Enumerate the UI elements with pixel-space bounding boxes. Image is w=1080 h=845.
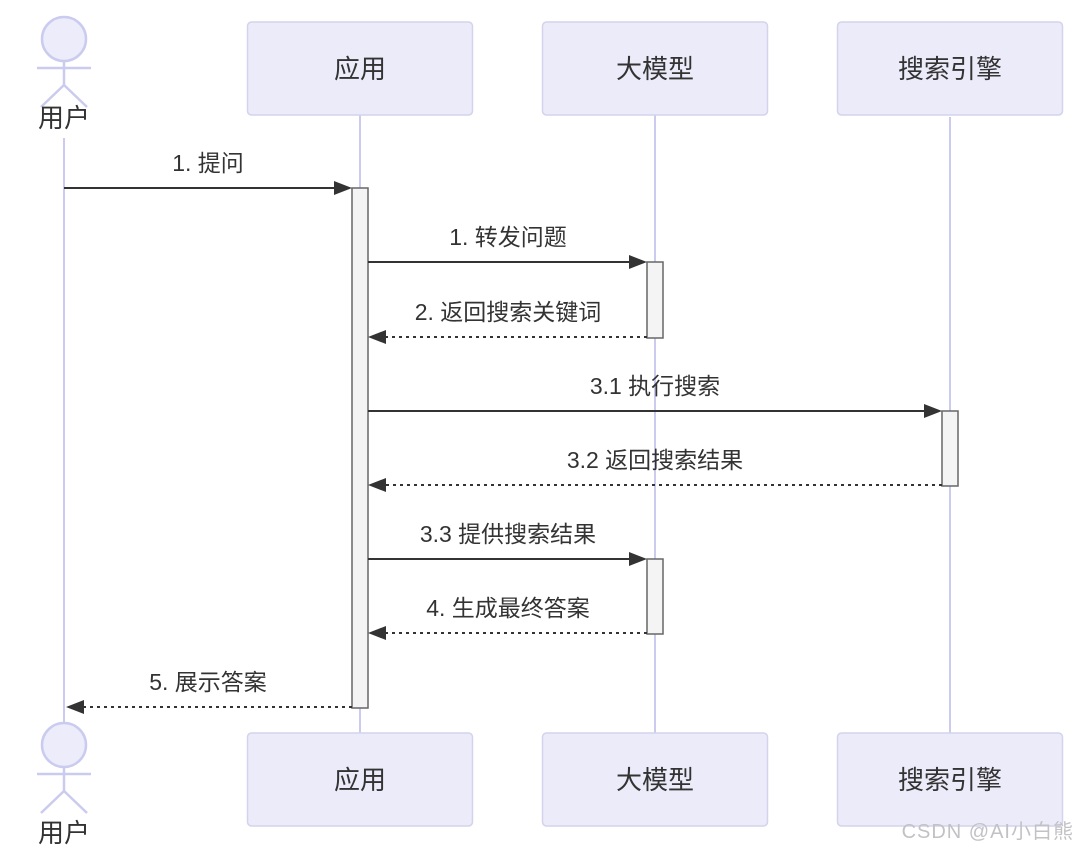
message-8: 5. 展示答案 (66, 669, 352, 714)
actor-user-label-top: 用户 (38, 103, 90, 133)
activation-llm-1 (646, 261, 664, 339)
message-6: 3.3 提供搜索结果 (368, 521, 647, 566)
message-4: 3.1 执行搜索 (368, 373, 942, 418)
participant-boxes-bottom: 应用 大模型 搜索引擎 (246, 732, 1064, 827)
message-2-arrowhead-icon (629, 255, 647, 269)
actor-right-leg-line (63, 84, 88, 108)
participant-box-llm-bottom (541, 732, 769, 827)
message-7-arrowhead-icon (368, 626, 386, 640)
message-3: 2. 返回搜索关键词 (368, 299, 647, 344)
actor-left-leg-line (40, 790, 65, 814)
participant-boxes-top: 应用 大模型 搜索引擎 (246, 21, 1064, 116)
message-1-label: 1. 提问 (172, 150, 244, 176)
lifelines (63, 115, 951, 733)
activation-llm-2 (646, 558, 664, 635)
message-7-label: 4. 生成最终答案 (426, 595, 590, 621)
actor-user-top: 用户 (37, 15, 91, 133)
messages: 1. 提问 1. 转发问题 2. 返回搜索关键词 3.1 执行搜索 3.2 返回… (64, 150, 942, 714)
actor-user-bottom: 用户 (37, 721, 91, 845)
participant-label-app-top: 应用 (334, 54, 386, 84)
activation-search (941, 410, 959, 487)
message-7: 4. 生成最终答案 (368, 595, 647, 640)
actor-left-leg-line (40, 84, 65, 108)
message-2-label: 1. 转发问题 (449, 224, 567, 250)
activation-app (351, 187, 369, 709)
message-5-arrowhead-icon (368, 478, 386, 492)
message-5: 3.2 返回搜索结果 (368, 447, 942, 492)
message-3-arrowhead-icon (368, 330, 386, 344)
message-6-arrowhead-icon (629, 552, 647, 566)
participant-label-llm-bottom: 大模型 (616, 765, 694, 795)
participant-box-llm-top (541, 21, 769, 116)
message-8-label: 5. 展示答案 (149, 669, 267, 695)
participant-box-app-top (246, 21, 474, 116)
message-5-label: 3.2 返回搜索结果 (567, 447, 743, 473)
actor-head-icon (40, 721, 88, 769)
participant-label-llm-top: 大模型 (616, 54, 694, 84)
message-2: 1. 转发问题 (368, 224, 647, 269)
watermark-text: CSDN @AI小白熊 (902, 820, 1074, 843)
participant-label-search-bottom: 搜索引擎 (898, 765, 1002, 795)
participant-label-app-bottom: 应用 (334, 765, 386, 795)
message-1-arrowhead-icon (334, 181, 352, 195)
message-3-label: 2. 返回搜索关键词 (415, 299, 602, 325)
participant-box-search-top (836, 21, 1064, 116)
message-8-arrowhead-icon (66, 700, 84, 714)
actor-right-leg-line (63, 790, 88, 814)
message-1: 1. 提问 (64, 150, 352, 195)
participant-label-search-top: 搜索引擎 (898, 54, 1002, 84)
message-6-label: 3.3 提供搜索结果 (420, 521, 596, 547)
participant-box-search-bottom (836, 732, 1064, 827)
participant-box-app-bottom (246, 732, 474, 827)
actor-head-icon (40, 15, 88, 63)
message-4-label: 3.1 执行搜索 (590, 373, 720, 399)
actor-user-label-bottom: 用户 (38, 818, 90, 845)
message-4-arrowhead-icon (924, 404, 942, 418)
activation-bars (351, 187, 959, 709)
